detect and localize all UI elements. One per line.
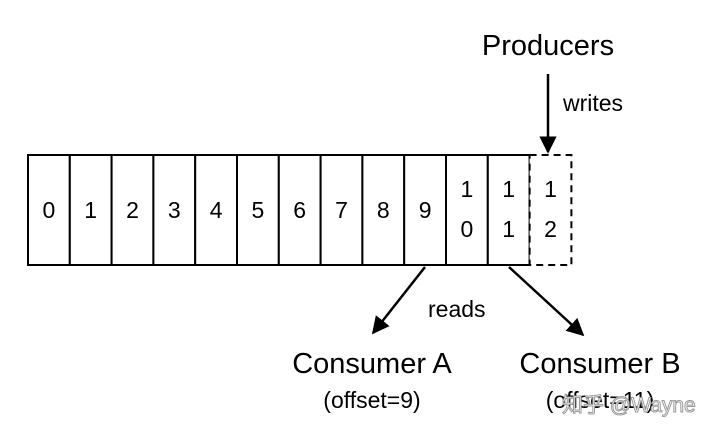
log-cell-offset-digit: 7 <box>335 197 348 223</box>
log-cell-offset-digit: 5 <box>252 197 265 223</box>
log-cell-offset-digit: 8 <box>377 197 390 223</box>
log-cell: 3 <box>152 154 197 266</box>
log-cell-box <box>403 154 448 266</box>
log-cell-box <box>528 154 573 266</box>
log-cell: 6 <box>277 154 322 266</box>
log-cell-box <box>445 154 489 266</box>
log-cell-pending: 12 <box>528 154 573 266</box>
watermark: 知乎 @Wayne <box>562 394 696 417</box>
log-cell-offset-digit: 1 <box>544 176 557 202</box>
log-cell-box <box>486 154 531 266</box>
log-cell-offset-digit: 1 <box>502 216 515 242</box>
log-cell-offset-digit: 9 <box>419 197 432 223</box>
consumer-a-name: Consumer A <box>292 348 452 380</box>
consumer-a-read-arrow <box>371 266 426 335</box>
consumer-b-offset: (offset=11) <box>546 387 654 413</box>
log-cell: 11 <box>486 154 531 266</box>
reads-label: reads <box>428 296 486 322</box>
log-cell: 5 <box>236 154 280 266</box>
log-cell: 8 <box>361 154 406 266</box>
log-cell-box <box>68 154 113 266</box>
log-cell-offset-digit: 1 <box>461 176 474 202</box>
log-cell-offset-digit: 0 <box>43 197 56 223</box>
log-cell: 1 <box>68 154 113 266</box>
log-cell-offset-digit: 0 <box>461 216 474 242</box>
log-cell-offset-digit: 3 <box>168 197 181 223</box>
consumer-b-name: Consumer B <box>519 348 680 380</box>
log-cell: 10 <box>445 154 489 266</box>
log-cell-offset-digit: 1 <box>502 176 515 202</box>
consumer-a-offset: (offset=9) <box>323 387 420 413</box>
log-cell-offset-digit: 2 <box>126 197 139 223</box>
log-cell: 9 <box>403 154 448 266</box>
log-cell: 2 <box>110 154 155 266</box>
log-cell-offset-digit: 4 <box>210 197 223 223</box>
consumer-b-read-arrow <box>508 266 585 337</box>
log-cell-offset-digit: 6 <box>293 197 306 223</box>
log-cell-offset-digit: 2 <box>544 216 557 242</box>
log-cell-offset-digit: 1 <box>84 197 97 223</box>
log-cell-box <box>110 154 155 266</box>
log-cell: 4 <box>194 154 238 266</box>
log-cell-box <box>361 154 406 266</box>
producers-title: Producers <box>482 30 614 62</box>
log-cell: 0 <box>27 154 71 266</box>
log-cell: 7 <box>319 154 364 266</box>
writes-label: writes <box>562 90 623 116</box>
